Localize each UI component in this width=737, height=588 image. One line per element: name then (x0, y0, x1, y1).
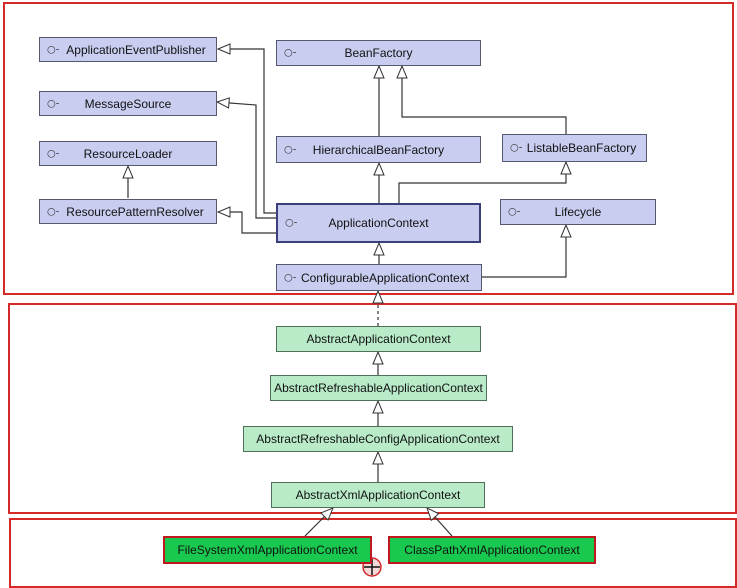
resource-loader-label: ResourceLoader (83, 146, 173, 161)
interface-icon: ○- (47, 206, 60, 217)
application-context-label: ApplicationContext (328, 216, 429, 230)
message-source-node[interactable]: ○- MessageSource (39, 91, 217, 116)
edge-ac-to-lbf (398, 162, 566, 203)
class-path-xml-application-context-label: ClassPathXmlApplicationContext (404, 543, 580, 557)
edge-ac-to-message-source (217, 102, 276, 219)
file-system-xml-application-context-node[interactable]: FileSystemXmlApplicationContext (163, 536, 372, 564)
listable-bean-factory-node[interactable]: ○- ListableBeanFactory (502, 134, 647, 162)
interface-icon: ○- (47, 98, 60, 109)
configurable-application-context-label: ConfigurableApplicationContext (300, 270, 470, 285)
interfaces-region (3, 2, 734, 295)
interface-icon: ○- (47, 148, 60, 159)
file-system-xml-application-context-label: FileSystemXmlApplicationContext (177, 543, 358, 557)
interface-icon: ○- (510, 142, 523, 154)
application-event-publisher-label: ApplicationEventPublisher (66, 42, 206, 57)
edge-cpxac-to-axac (427, 508, 453, 537)
lifecycle-node[interactable]: ○- Lifecycle (500, 199, 656, 225)
message-source-label: MessageSource (84, 96, 172, 111)
interface-icon: ○- (284, 272, 297, 283)
bean-factory-label: BeanFactory (344, 46, 413, 60)
lifecycle-label: Lifecycle (554, 205, 602, 219)
abstract-xml-application-context-label: AbstractXmlApplicationContext (295, 488, 461, 502)
hierarchical-bean-factory-node[interactable]: ○- HierarchicalBeanFactory (276, 136, 481, 163)
abstract-xml-application-context-node[interactable]: AbstractXmlApplicationContext (271, 482, 485, 508)
resource-loader-node[interactable]: ○- ResourceLoader (39, 141, 217, 166)
interface-icon: ○- (508, 206, 521, 218)
abstract-refreshable-application-context-node[interactable]: AbstractRefreshableApplicationContext (270, 375, 487, 401)
abstract-refreshable-config-application-context-node[interactable]: AbstractRefreshableConfigApplicationCont… (243, 426, 513, 452)
abstract-refreshable-application-context-label: AbstractRefreshableApplicationContext (274, 381, 483, 395)
abstract-application-context-label: AbstractApplicationContext (306, 332, 451, 346)
edge-fsxac-to-axac (304, 508, 333, 537)
edge-ac-to-event-publisher (218, 49, 276, 214)
resource-pattern-resolver-label: ResourcePatternResolver (66, 204, 204, 219)
bean-factory-node[interactable]: ○- BeanFactory (276, 40, 481, 66)
listable-bean-factory-label: ListableBeanFactory (526, 141, 637, 155)
class-path-xml-application-context-node[interactable]: ClassPathXmlApplicationContext (388, 536, 596, 564)
application-event-publisher-node[interactable]: ○- ApplicationEventPublisher (39, 37, 217, 62)
edge-cac-to-lifecycle (482, 225, 566, 278)
edge-lbf-to-bean-factory (402, 66, 567, 134)
abstract-refreshable-config-application-context-label: AbstractRefreshableConfigApplicationCont… (256, 432, 500, 446)
interface-icon: ○- (285, 217, 298, 229)
edge-ac-to-resource-pattern-resolver (218, 212, 276, 234)
resource-pattern-resolver-node[interactable]: ○- ResourcePatternResolver (39, 199, 217, 224)
interface-icon: ○- (47, 44, 60, 55)
configurable-application-context-node[interactable]: ○- ConfigurableApplicationContext (276, 264, 482, 291)
abstract-application-context-node[interactable]: AbstractApplicationContext (276, 326, 481, 352)
hierarchical-bean-factory-label: HierarchicalBeanFactory (312, 142, 445, 157)
interface-icon: ○- (284, 47, 297, 59)
interface-icon: ○- (284, 144, 297, 155)
abstract-classes-region (8, 303, 737, 514)
application-context-node[interactable]: ○- ApplicationContext (276, 203, 481, 243)
